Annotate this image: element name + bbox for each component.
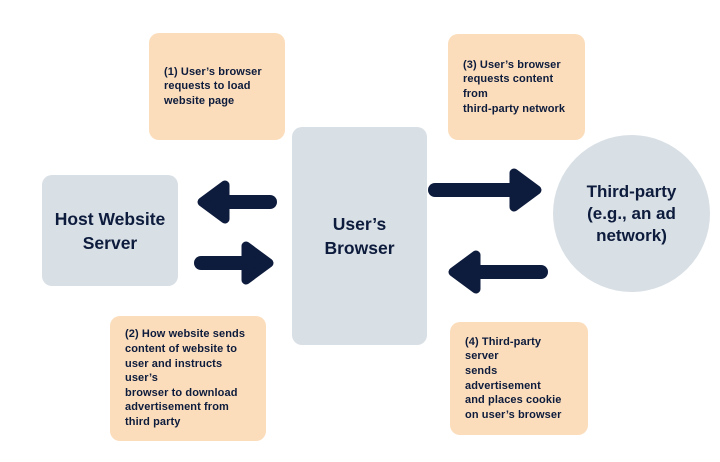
note-step-1: (1) User’s browser requests to load webs… (149, 33, 285, 140)
arrow-host-to-browser (194, 241, 274, 285)
users-browser-label: User’s Browser (324, 214, 395, 258)
note-step-4: (4) Third-party server sends advertiseme… (450, 322, 588, 435)
third-party-node: Third-party (e.g., an ad network) (553, 135, 710, 292)
note-step-3-text: (3) User’s browser requests content from… (463, 58, 566, 115)
arrow-thirdparty-to-browser (448, 250, 548, 294)
users-browser-node: User’s Browser (292, 127, 427, 345)
arrow-browser-to-host (197, 180, 277, 224)
note-step-4-text: (4) Third-party server sends advertiseme… (465, 335, 562, 421)
note-step-2-text: (2) How website sends content of website… (125, 328, 246, 428)
host-website-server-label: Host Website Server (54, 208, 166, 253)
third-party-label: Third-party (e.g., an ad network) (586, 181, 677, 245)
arrow-browser-to-thirdparty (428, 168, 542, 212)
host-website-server-node: Host Website Server (42, 175, 178, 286)
note-step-2: (2) How website sends content of website… (110, 316, 266, 441)
note-step-3: (3) User’s browser requests content from… (448, 34, 585, 140)
note-step-1-text: (1) User’s browser requests to load webs… (164, 65, 262, 107)
